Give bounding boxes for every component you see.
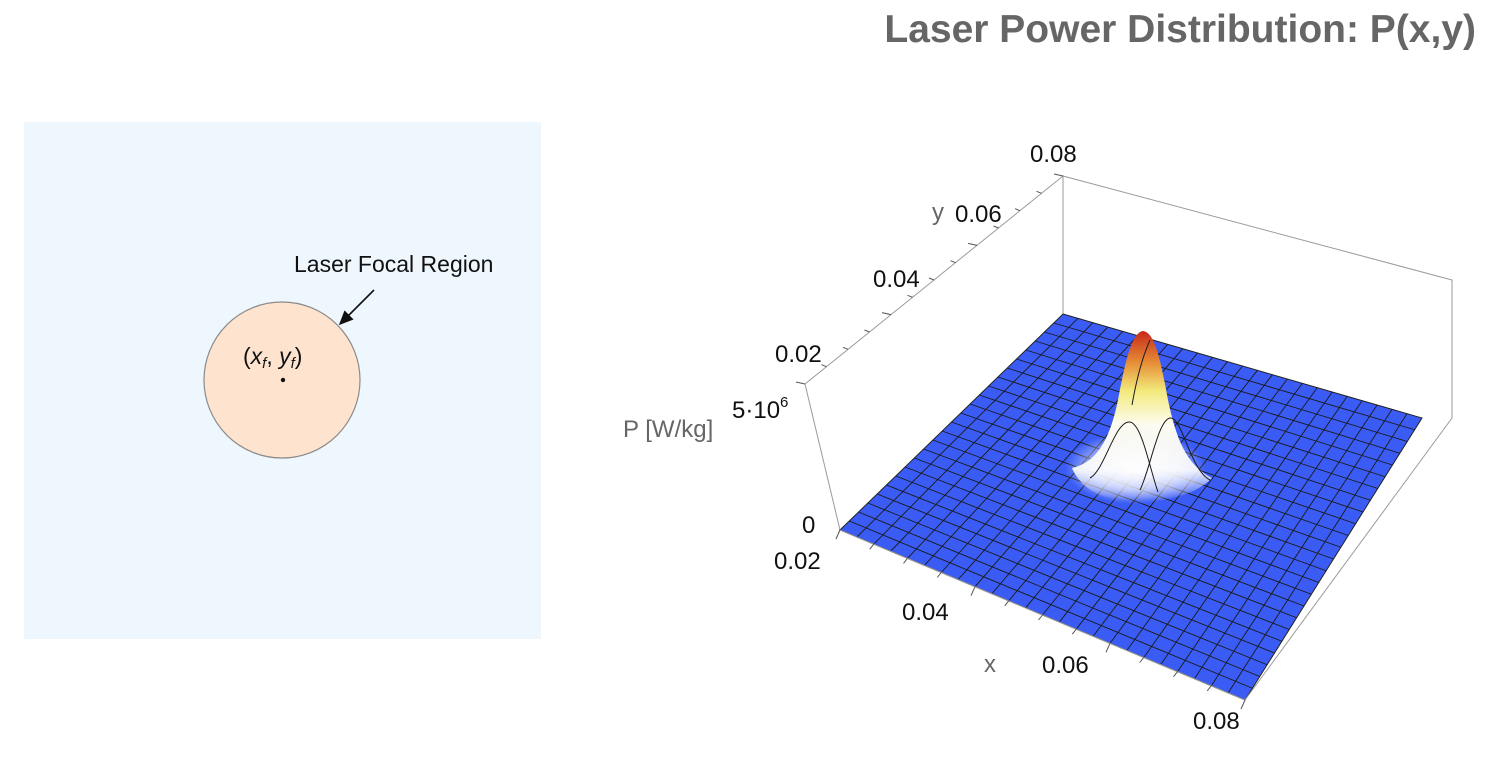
focal-y-sub: f [291,355,297,372]
callout-label: Laser Focal Region [294,251,493,277]
focal-x: x [250,343,264,369]
x-axis-label: x [984,651,996,678]
x-tick-0.04: 0.04 [902,599,949,626]
tick-mark [881,312,892,316]
tick-mark [1139,657,1145,663]
peak-mesh-lines [1089,339,1211,493]
tick-mark [1206,685,1212,692]
tick-mark [993,225,999,229]
x-tick-0.08: 0.08 [1193,708,1240,735]
y-tick-0.08: 0.08 [1030,141,1077,168]
tick-mark [1240,699,1246,710]
tick-mark [1036,190,1042,194]
tick-mark [1004,600,1010,607]
focal-x-sub: f [262,355,268,372]
tick-mark [1014,208,1021,212]
tick-mark [967,242,978,246]
callout-arrow [338,289,375,326]
diagram-svg: (xf, yf) Laser Focal Region [203,251,493,459]
z-axis-label: P [W/kg] [623,416,713,443]
y-tick-0.04: 0.04 [873,266,920,293]
gaussian-peak [1072,331,1212,501]
tick-mark [907,294,913,298]
tick-mark [869,543,875,550]
z-tick-max: 5·106 [732,394,788,424]
tick-mark [1105,643,1111,653]
tick-mark [970,586,976,596]
tick-mark [1038,614,1043,621]
plot-title: Laser Power Distribution: P(x,y) [884,8,1476,51]
focal-region-diagram: (xf, yf) Laser Focal Region [24,122,541,639]
mesh-line [1227,413,1408,694]
z-tick-0: 0 [802,512,815,539]
mesh-line [1025,349,1393,466]
mesh-line [1053,322,1415,431]
tick-mark [936,572,942,578]
tick-mark [795,381,806,385]
mesh-line [1034,340,1401,454]
tick-mark [1053,173,1064,177]
y-axis-label: y [932,199,944,226]
tick-mark [842,346,849,350]
y-tick-0.02: 0.02 [775,341,822,368]
focal-y: y [277,343,292,369]
tick-mark [928,277,935,281]
box-front-left-vertical [804,383,841,531]
tick-mark [903,558,908,564]
tick-mark [821,364,827,368]
tick-mark [835,529,841,540]
tick-mark [864,329,870,333]
tick-mark [1173,671,1178,677]
x-tick-0.02: 0.02 [774,548,821,575]
box-back-right-edges [1062,175,1453,418]
mesh-line [1210,409,1393,687]
y-tick-0.06: 0.06 [955,201,1002,228]
mesh-line [1044,331,1408,442]
tick-mark [950,260,956,264]
tick-mark [1071,628,1077,635]
tick-marks [795,173,1246,710]
mesh-line [1194,404,1378,679]
x-tick-0.06: 0.06 [1042,652,1089,679]
focal-point-dot [280,377,286,383]
